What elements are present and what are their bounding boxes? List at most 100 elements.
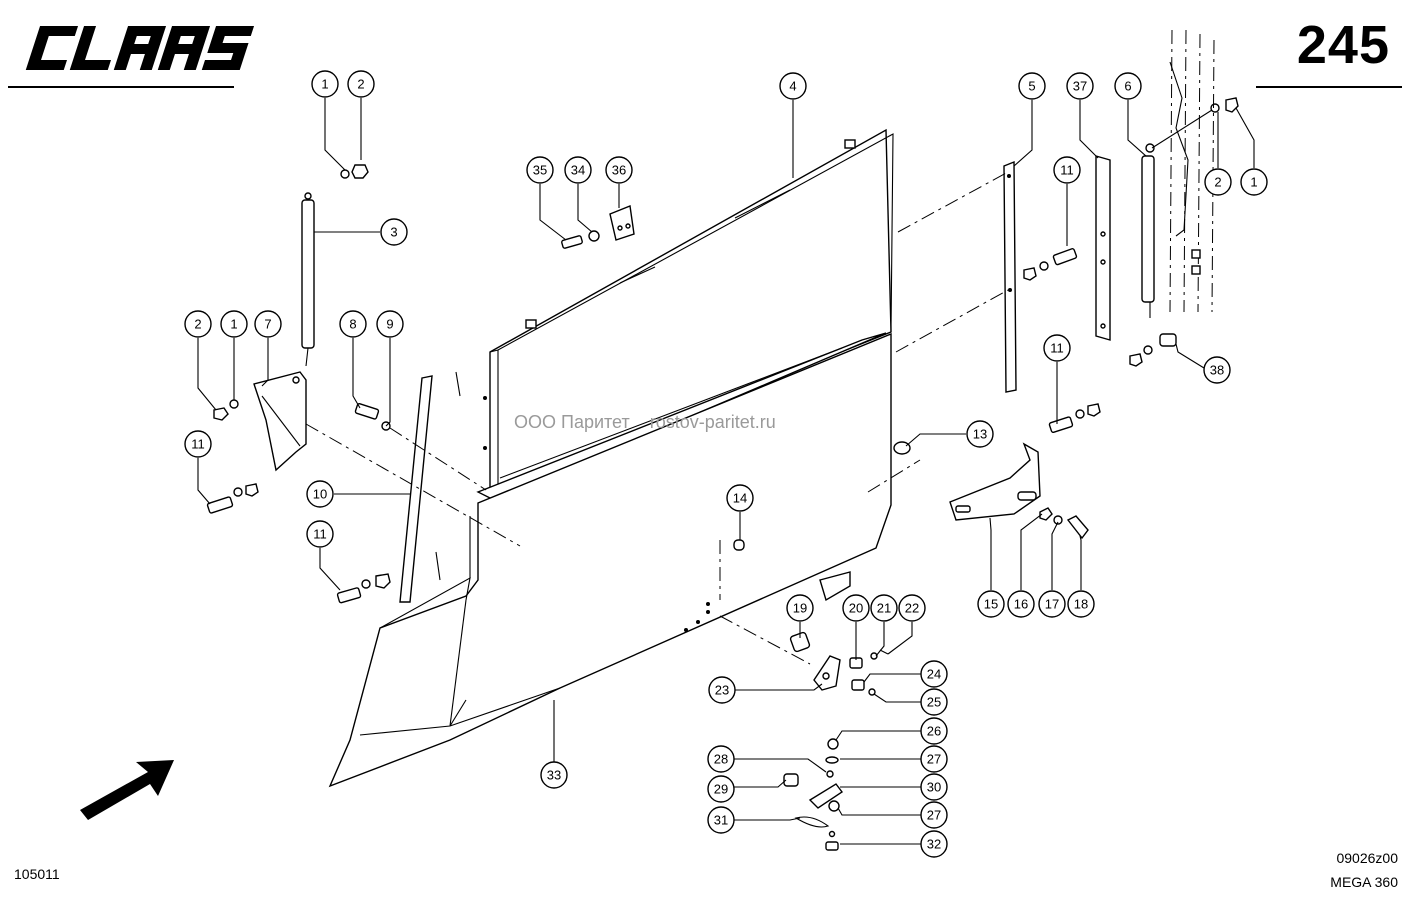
callout-label: 3 (390, 225, 397, 240)
callout-label: 2 (194, 317, 201, 332)
callout-5: 5 (1018, 72, 1046, 100)
watermark-company: ООО Паритет (514, 412, 630, 432)
callout-16: 16 (1007, 590, 1035, 618)
callout-11-bracket: 11 (1043, 334, 1071, 362)
callout-label: 4 (789, 79, 796, 94)
lower-left-bolt-set (336, 573, 391, 604)
bracket-bolt (1048, 403, 1101, 434)
callout-14: 14 (726, 484, 754, 512)
callout-label: 11 (1050, 341, 1064, 356)
callout-label: 37 (1073, 79, 1087, 94)
callout-1-right: 1 (1240, 168, 1268, 196)
callout-label: 23 (715, 683, 729, 698)
callout-15: 15 (977, 590, 1005, 618)
callout-31: 31 (707, 806, 735, 834)
callout-label: 1 (321, 77, 328, 92)
callout-label: 14 (733, 491, 747, 506)
callout-label: 1 (230, 317, 237, 332)
left-bolt-set (206, 483, 259, 514)
callout-32: 32 (920, 830, 948, 858)
right-mounting-strip (1003, 160, 1017, 393)
callout-20: 20 (842, 594, 870, 622)
right-upper-bolts (1023, 248, 1078, 281)
callout-4: 4 (779, 72, 807, 100)
panel-joint-strip (476, 332, 887, 501)
callout-27-upper: 27 (920, 745, 948, 773)
callout-label: 32 (927, 837, 941, 852)
page-number: 245 (1296, 15, 1390, 75)
claas-logo (25, 26, 255, 70)
callout-1-left: 1 (220, 310, 248, 338)
right-flat-bar (1095, 155, 1111, 341)
callout-19: 19 (786, 594, 814, 622)
plug (893, 441, 911, 455)
callout-label: 11 (1060, 163, 1074, 178)
assembly-lines (305, 171, 1009, 665)
upper-side-panel (483, 128, 894, 494)
footer-model: MEGA 360 (1330, 874, 1398, 890)
callout-label: 10 (313, 487, 327, 502)
callout-24: 24 (920, 660, 948, 688)
callout-8: 8 (339, 310, 367, 338)
footer-drawing-code: 09026z00 (1336, 850, 1398, 866)
callout-label: 26 (927, 724, 941, 739)
lock-mechanism-parts (783, 631, 889, 851)
callout-17: 17 (1038, 590, 1066, 618)
callout-36: 36 (605, 156, 633, 184)
callout-label: 35 (533, 163, 547, 178)
callout-label: 31 (714, 813, 728, 828)
left-bracket (213, 371, 307, 472)
frame-outline (1169, 29, 1215, 313)
callout-11-lower-left: 11 (306, 520, 334, 548)
callout-37: 37 (1066, 72, 1094, 100)
watermark: ООО Паритет rostov-paritet.ru (514, 412, 776, 433)
callout-label: 27 (927, 808, 941, 823)
lower-side-panel (328, 332, 892, 788)
callout-6: 6 (1114, 72, 1142, 100)
callout-13: 13 (966, 420, 994, 448)
callout-25: 25 (920, 688, 948, 716)
callout-11-left: 11 (184, 430, 212, 458)
upper-left-bolt (354, 402, 391, 431)
left-mounting-strip (399, 371, 461, 603)
small-latch-parts (561, 205, 635, 249)
bracket-fasteners (1039, 507, 1089, 540)
callout-label: 25 (927, 695, 941, 710)
callout-29: 29 (707, 775, 735, 803)
callout-label: 2 (357, 77, 364, 92)
callout-label: 18 (1074, 597, 1088, 612)
callout-label: 29 (714, 782, 728, 797)
callout-label: 16 (1014, 597, 1028, 612)
callout-label: 33 (547, 768, 561, 783)
callout-label: 24 (927, 667, 941, 682)
callout-label: 11 (191, 437, 205, 452)
callout-label: 7 (264, 317, 271, 332)
callout-10: 10 (306, 480, 334, 508)
callout-label: 38 (1210, 363, 1224, 378)
callout-label: 21 (877, 601, 891, 616)
callout-2-right: 2 (1204, 168, 1232, 196)
callout-label: 20 (849, 601, 863, 616)
callout-label: 15 (984, 597, 998, 612)
callout-9: 9 (376, 310, 404, 338)
callout-label: 34 (571, 163, 585, 178)
callout-label: 5 (1028, 79, 1035, 94)
header-rule-left (8, 86, 234, 88)
callout-label: 13 (973, 427, 987, 442)
callout-label: 19 (793, 601, 807, 616)
callout-7: 7 (254, 310, 282, 338)
right-support-bracket (949, 442, 1041, 521)
right-gas-strut (1141, 97, 1239, 318)
callout-label: 1 (1250, 175, 1257, 190)
callout-23: 23 (708, 676, 736, 704)
direction-arrow-icon (80, 760, 174, 820)
callout-label: 17 (1045, 597, 1059, 612)
left-gas-strut (301, 164, 369, 367)
callout-label: 27 (927, 752, 941, 767)
callout-3: 3 (380, 218, 408, 246)
callout-35: 35 (526, 156, 554, 184)
callout-34: 34 (564, 156, 592, 184)
callout-2-left: 2 (184, 310, 212, 338)
callout-11-top-right: 11 (1053, 156, 1081, 184)
callout-label: 11 (313, 527, 327, 542)
